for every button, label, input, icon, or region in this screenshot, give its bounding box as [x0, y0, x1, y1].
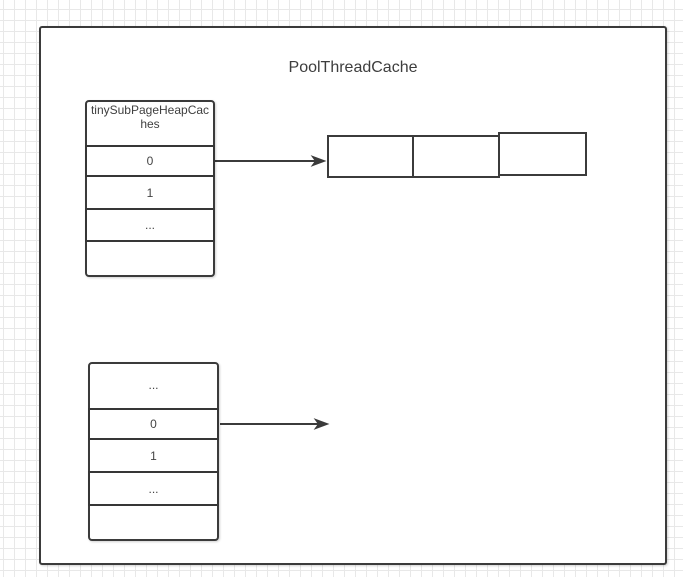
table-row: 1: [146, 185, 154, 200]
table-row: 1: [150, 448, 157, 463]
memory-cell: [327, 135, 414, 178]
diagram-title: PoolThreadCache: [288, 59, 418, 76]
table1-header: tinySubPageHeapCaches: [90, 103, 210, 131]
tiny-subpage-heap-caches-table: [85, 100, 215, 277]
table-row: [88, 506, 219, 541]
table2-header: ...: [148, 378, 159, 392]
table-row: 0: [88, 408, 219, 440]
table-row: 0: [85, 145, 215, 177]
bottom-cache-table: [88, 362, 219, 541]
table-row: ...: [88, 471, 219, 506]
table-row: ...: [85, 208, 215, 242]
memory-cell: [498, 132, 587, 176]
table-row: [85, 242, 215, 275]
memory-cell: [412, 135, 500, 178]
